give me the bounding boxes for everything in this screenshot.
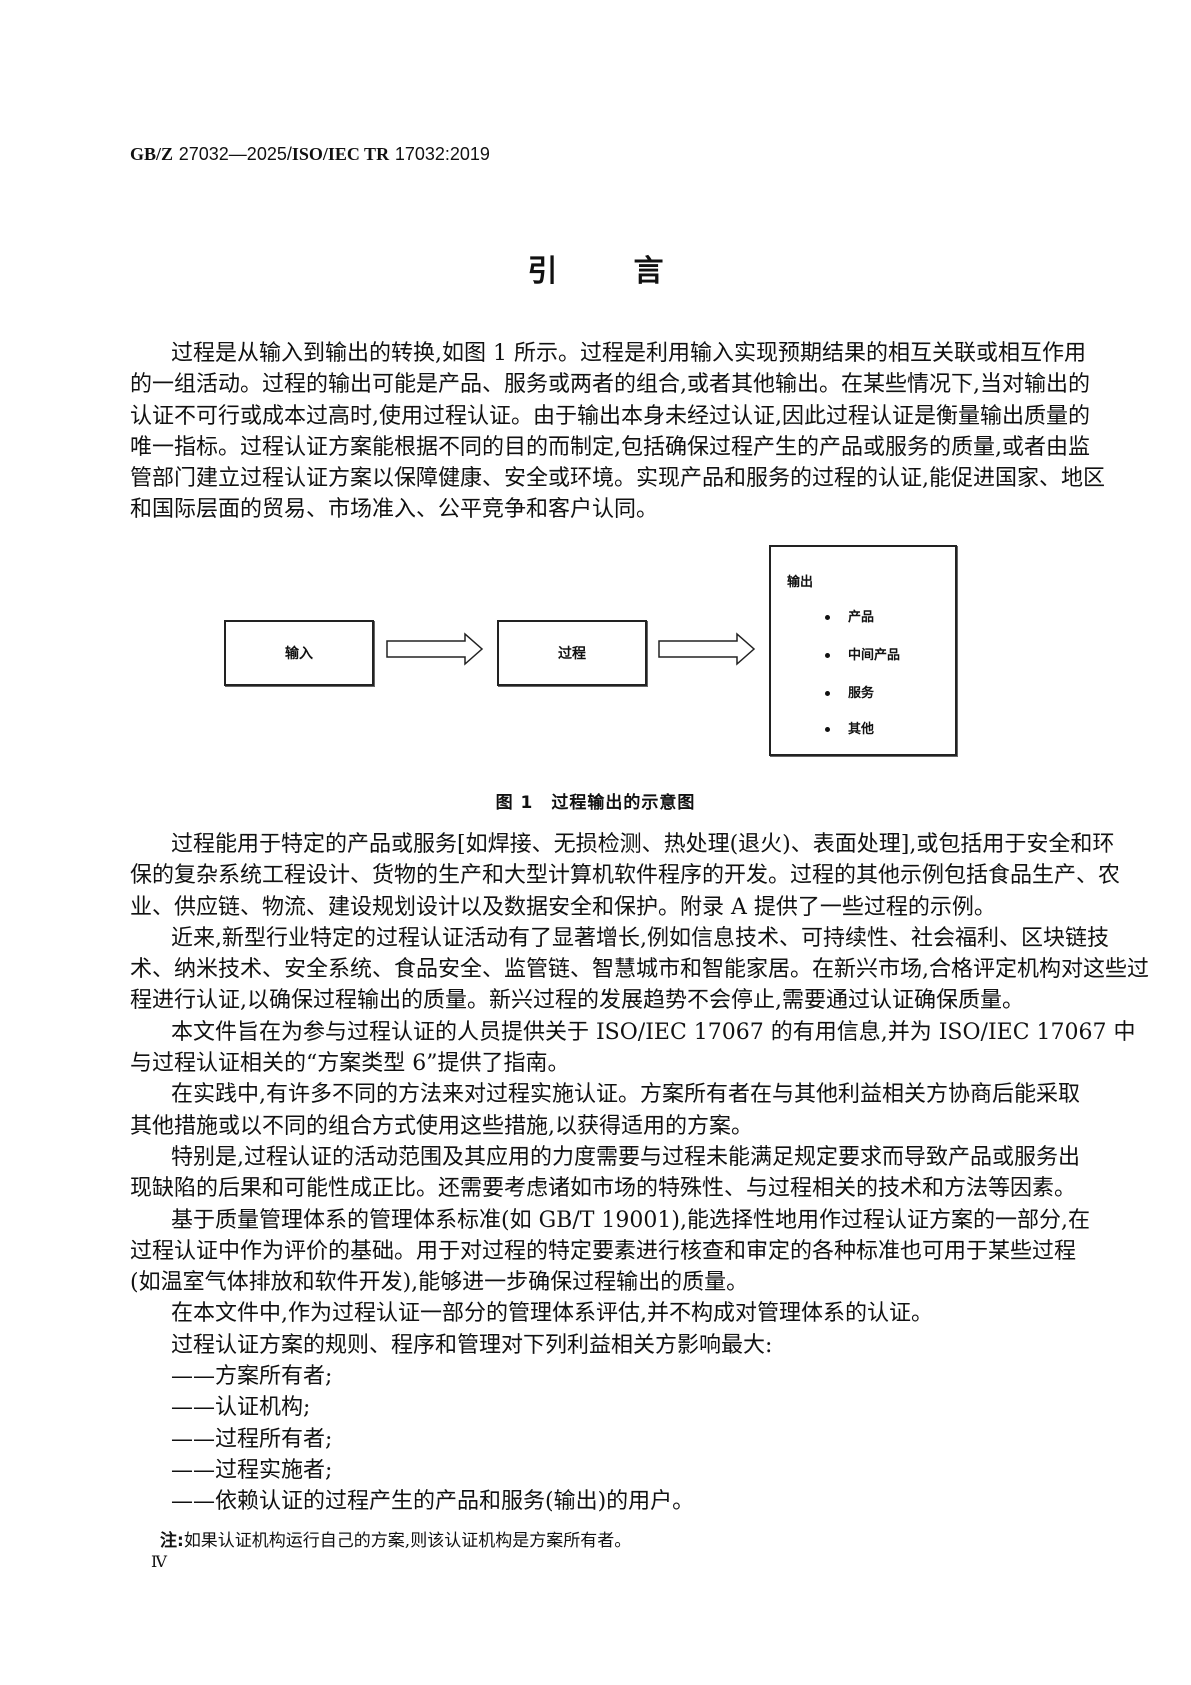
header-number: 27032—2025/ xyxy=(178,144,292,164)
paragraph-line: 基于质量管理体系的管理体系标准(如 GB/T 19001),能选择性地用作过程认… xyxy=(171,1207,1090,1233)
header-iso-number: 17032:2019 xyxy=(394,144,490,164)
standard-header: GB/Z 27032—2025/ISO/IEC TR 17032:2019 xyxy=(130,144,490,165)
paragraph-line: 业、供应链、物流、建设规划设计以及数据安全和保护。附录 A 提供了一些过程的示例… xyxy=(130,894,996,920)
paragraph-line: 管部门建立过程认证方案以保障健康、安全或环境。实现产品和服务的过程的认证,能促进… xyxy=(130,466,1105,492)
list-item: ——过程实施者; xyxy=(171,1457,333,1483)
page-title: 引言 xyxy=(527,254,740,289)
figure-caption: 图 1 过程输出的示意图 xyxy=(495,793,696,813)
page-number: Ⅳ xyxy=(151,1552,167,1571)
paragraph-line: 术、纳米技术、安全系统、食品安全、监管链、智慧城市和智能家居。在新兴市场,合格评… xyxy=(130,957,1149,983)
paragraph-line: 过程是从输入到输出的转换,如图 1 所示。过程是利用输入实现预期结果的相互关联或… xyxy=(171,341,1086,366)
intro-paragraph: 过程是从输入到输出的转换,如图 1 所示。过程是利用输入实现预期结果的相互关联或… xyxy=(130,338,1105,526)
output-item: 其他 xyxy=(825,718,874,737)
list-item: ——方案所有者; xyxy=(171,1364,333,1390)
paragraph-line: 和国际层面的贸易、市场准入、公平竞争和客户认同。 xyxy=(130,497,659,523)
process-label: 过程 xyxy=(558,646,586,662)
paragraph-line: 本文件旨在为参与过程认证的人员提供关于 ISO/IEC 17067 的有用信息,… xyxy=(171,1019,1136,1045)
paragraph-line: 认证不可行或成本过高时,使用过程认证。由于输出本身未经过认证,因此过程认证是衡量… xyxy=(130,403,1090,429)
input-label: 输入 xyxy=(285,646,313,662)
paragraph-line: 现缺陷的后果和可能性成正比。还需要考虑诸如市场的特殊性、与过程相关的技术和方法等… xyxy=(130,1176,1077,1202)
paragraph-line: 近来,新型行业特定的过程认证活动有了显著增长,例如信息技术、可持续性、社会福利、… xyxy=(171,925,1109,951)
note: 注:如果认证机构运行自己的方案,则该认证机构是方案所有者。 xyxy=(160,1526,631,1551)
paragraph-line: 保的复杂系统工程设计、货物的生产和大型计算机软件程序的开发。过程的其他示例包括食… xyxy=(130,863,1121,889)
paragraph-line: 过程认证方案的规则、程序和管理对下列利益相关方影响最大: xyxy=(171,1332,773,1358)
arrow-right-icon xyxy=(658,632,756,666)
output-box xyxy=(769,545,957,756)
note-label: 注: xyxy=(160,1531,184,1551)
output-item: 服务 xyxy=(825,682,874,701)
bullet-icon xyxy=(825,727,830,732)
paragraph-line: 特别是,过程认证的活动范围及其应用的力度需要与过程未能满足规定要求而导致产品或服… xyxy=(171,1144,1080,1170)
paragraph-line: 过程认证中作为评价的基础。用于对过程的特定要素进行核查和审定的各种标准也可用于某… xyxy=(130,1238,1077,1264)
paragraph-line: 其他措施或以不同的组合方式使用这些措施,以获得适用的方案。 xyxy=(130,1113,753,1139)
paragraph-line: 与过程认证相关的“方案类型 6”提供了指南。 xyxy=(130,1051,570,1077)
paragraph-line: 在本文件中,作为过程认证一部分的管理体系评估,并不构成对管理体系的认证。 xyxy=(171,1301,933,1327)
arrow-right-icon xyxy=(386,632,484,666)
output-title: 输出 xyxy=(787,575,814,590)
bullet-icon xyxy=(825,615,830,620)
body-text: 过程能用于特定的产品或服务[如焊接、无损检测、热处理(退火)、表面处理],或包括… xyxy=(130,829,1149,1518)
bullet-icon xyxy=(825,691,830,696)
bullet-icon xyxy=(825,653,830,658)
paragraph-line: 唯一指标。过程认证方案能根据不同的目的而制定,包括确保过程产生的产品或服务的质量… xyxy=(130,434,1090,460)
input-box: 输入 xyxy=(224,620,374,686)
list-item: ——过程所有者; xyxy=(171,1426,333,1452)
paragraph-line: 过程能用于特定的产品或服务[如焊接、无损检测、热处理(退火)、表面处理],或包括… xyxy=(171,832,1115,857)
process-box: 过程 xyxy=(497,620,647,686)
paragraph-line: 的一组活动。过程的输出可能是产品、服务或两者的组合,或者其他输出。在某些情况下,… xyxy=(130,372,1090,398)
paragraph-line: 程进行认证,以确保过程输出的质量。新兴过程的发展趋势不会停止,需要通过认证确保质… xyxy=(130,988,1024,1014)
paragraph-line: 在实践中,有许多不同的方法来对过程实施认证。方案所有者在与其他利益相关方协商后能… xyxy=(171,1082,1080,1108)
header-prefix: GB/Z xyxy=(130,144,174,164)
list-item: ——认证机构; xyxy=(171,1395,311,1421)
header-iso-prefix: ISO/IEC TR xyxy=(291,144,390,164)
list-item: ——依赖认证的过程产生的产品和服务(输出)的用户。 xyxy=(171,1489,695,1515)
paragraph-line: (如温室气体排放和软件开发),能够进一步确保过程输出的质量。 xyxy=(130,1270,749,1296)
note-text: 如果认证机构运行自己的方案,则该认证机构是方案所有者。 xyxy=(183,1531,632,1551)
output-item: 中间产品 xyxy=(825,644,900,663)
output-item: 产品 xyxy=(825,606,874,625)
